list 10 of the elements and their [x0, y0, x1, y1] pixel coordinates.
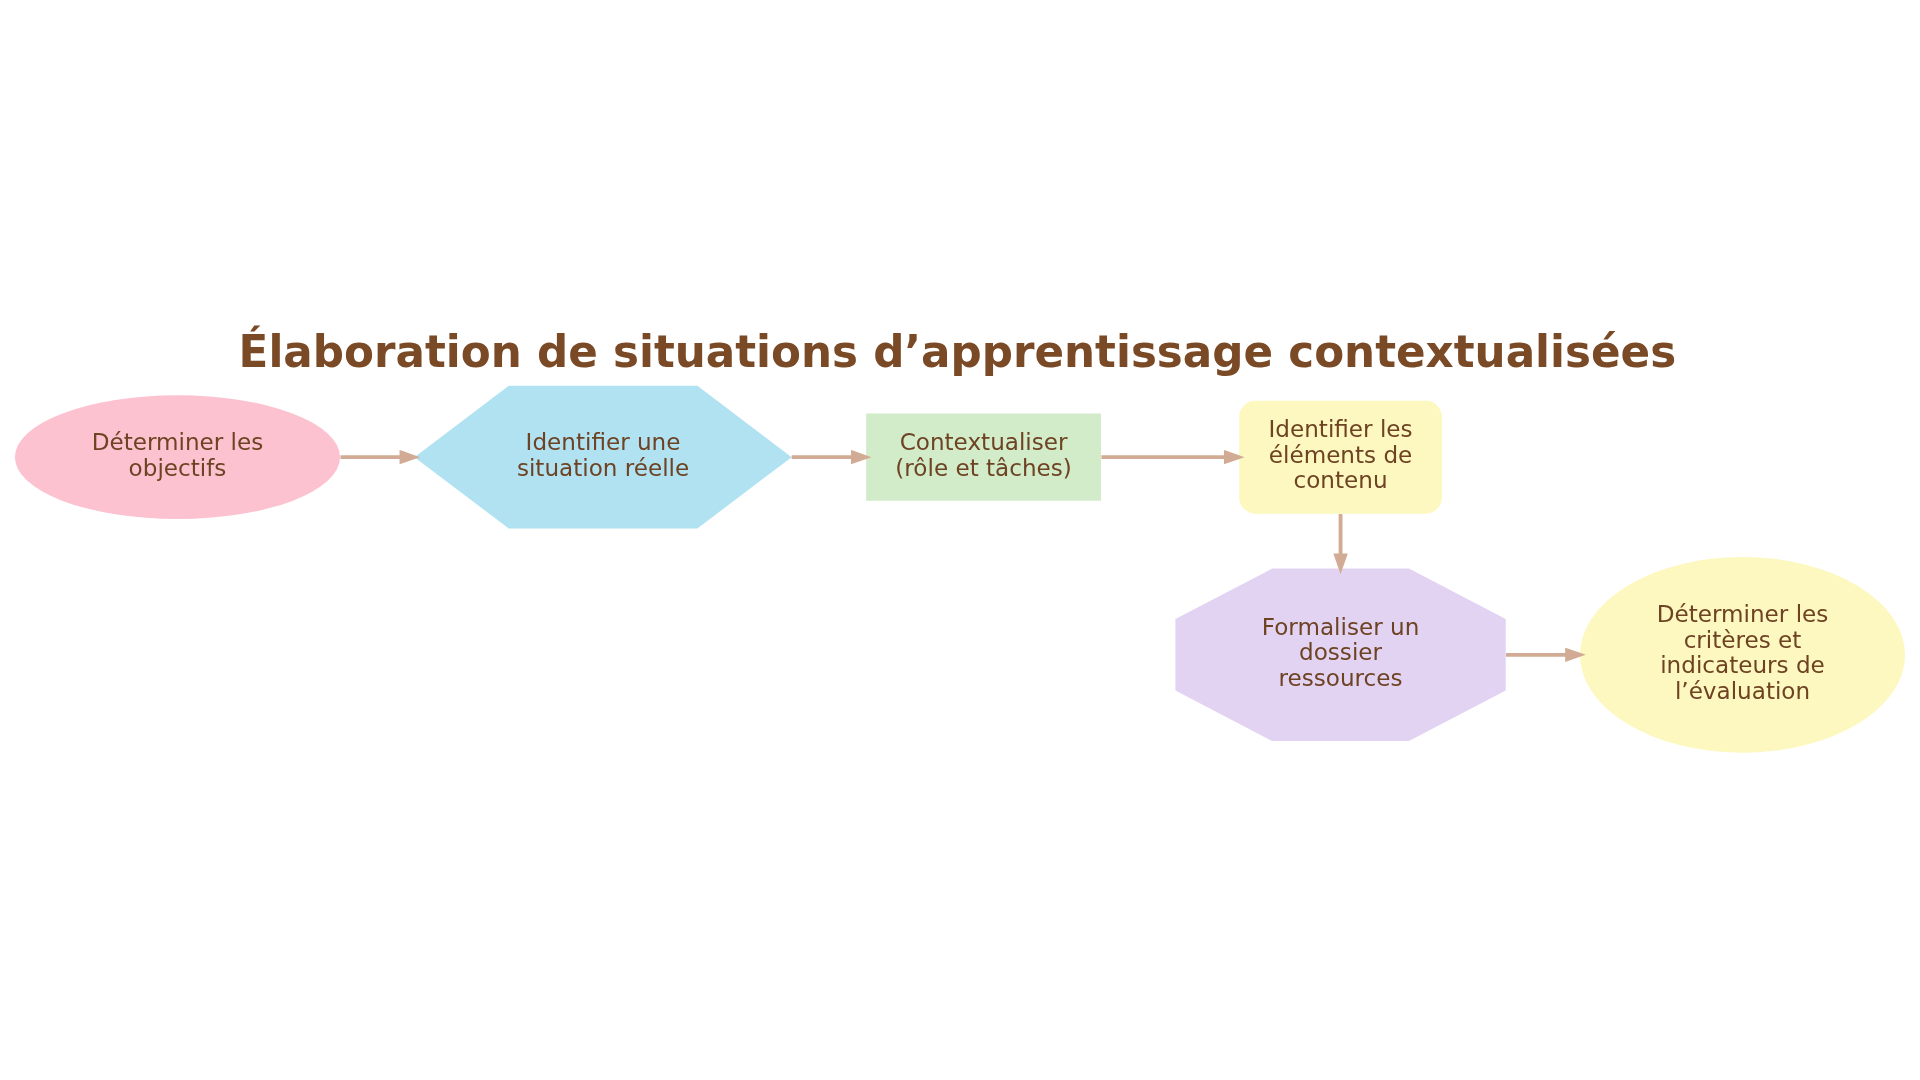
node-ellipse: Déterminer les critères et indicateurs de l’évaluation	[1579, 556, 1906, 753]
arrow	[1506, 647, 1586, 662]
arrow	[791, 449, 872, 464]
node-box: Contextualiser (rôle et tâches)	[866, 413, 1102, 501]
node-box: Identifier les éléments de contenu	[1239, 400, 1442, 514]
node-ellipse: Déterminer les objectifs	[14, 394, 341, 519]
arrow	[1333, 513, 1348, 574]
diagram-title: Élaboration de situations d’apprentissage contextualisées	[238, 325, 1677, 377]
arrow	[340, 449, 421, 464]
arrow	[1101, 449, 1245, 464]
